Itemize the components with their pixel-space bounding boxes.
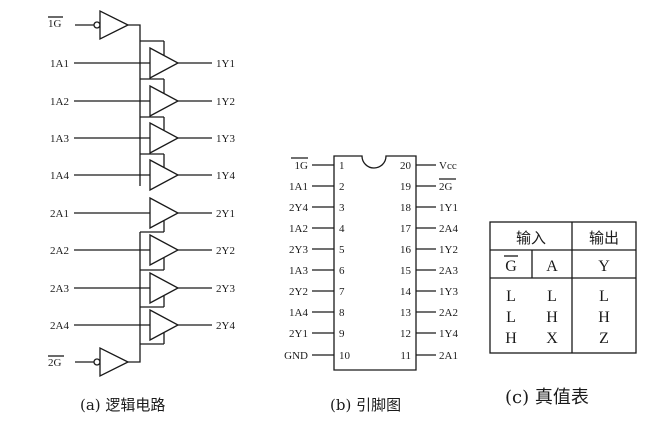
- row2-g: L: [506, 309, 516, 326]
- input-label-2a3: 2A3: [50, 283, 69, 295]
- pin-num-11: 11: [400, 350, 411, 362]
- group1-buffer-2: [74, 78, 212, 118]
- group2-buffer-2: [74, 233, 212, 271]
- pin-num-8: 8: [339, 307, 345, 319]
- pin-name-16: 1Y2: [439, 244, 458, 256]
- header-output: 输出: [589, 229, 619, 247]
- input-label-2a4: 2A4: [50, 320, 69, 332]
- enable2-buffer: [99, 346, 130, 378]
- row1-a: L: [547, 288, 557, 305]
- column-a: A: [546, 258, 558, 275]
- pin-name-13: 2A2: [439, 307, 458, 319]
- pin-name-7: 2Y2: [289, 286, 308, 298]
- pin-name-12: 1Y4: [439, 328, 458, 340]
- row2-y: H: [598, 309, 610, 326]
- output-label-2y4: 2Y4: [216, 320, 235, 332]
- group1-buffer-3: [74, 116, 212, 155]
- row1-g: L: [506, 288, 516, 305]
- logic-circuit: 1G: [48, 9, 235, 414]
- logic-caption: (a) 逻辑电路: [80, 396, 165, 414]
- enable1-inverter-bubble: [93, 21, 101, 29]
- pin-num-5: 5: [339, 244, 345, 256]
- enable2-label: 2G: [48, 357, 62, 369]
- pin-num-18: 18: [400, 202, 412, 214]
- pin-num-17: 17: [400, 223, 412, 235]
- enable2-inverter-bubble: [93, 358, 101, 366]
- pin-name-1: 1G: [295, 160, 309, 172]
- input-label-1a1: 1A1: [50, 58, 69, 70]
- pin-name-4: 1A2: [289, 223, 308, 235]
- pin-name-15: 2A3: [439, 265, 458, 277]
- pin-num-4: 4: [339, 223, 345, 235]
- pin-num-10: 10: [339, 350, 351, 362]
- row3-g: H: [505, 330, 517, 347]
- truth-table: 输入 输出 G A Y L L L L H H H X Z (c) 真值表: [489, 221, 637, 408]
- pin-num-14: 14: [400, 286, 412, 298]
- pin-name-8: 1A4: [289, 307, 308, 319]
- group2-buffer-3: [74, 271, 212, 308]
- pin-name-11: 2A1: [439, 350, 458, 362]
- left-pin-lines: [312, 164, 334, 356]
- pin-name-17: 2A4: [439, 223, 458, 235]
- pin-name-6: 1A3: [289, 265, 308, 277]
- input-label-1a4: 1A4: [50, 170, 69, 182]
- pin-num-13: 13: [400, 307, 412, 319]
- output-label-2y3: 2Y3: [216, 283, 235, 295]
- group2-buffer-4: [74, 308, 212, 345]
- pin-num-6: 6: [339, 265, 345, 277]
- right-pin-lines: [416, 164, 436, 356]
- truth-table-border: [489, 221, 637, 354]
- pin-name-3: 2Y4: [289, 202, 308, 214]
- input-label-1a2: 1A2: [50, 96, 69, 108]
- row3-y: Z: [599, 330, 609, 347]
- row1-y: L: [599, 288, 609, 305]
- input-label-2a2: 2A2: [50, 245, 69, 257]
- pin-num-20: 20: [400, 160, 412, 172]
- output-label-2y2: 2Y2: [216, 245, 235, 257]
- pin-name-14: 1Y3: [439, 286, 458, 298]
- output-label-1y4: 1Y4: [216, 170, 235, 182]
- row3-a: X: [546, 330, 558, 347]
- input-label-1a3: 1A3: [50, 133, 69, 145]
- group2-buffer-1: [74, 196, 212, 233]
- pin-name-5: 2Y3: [289, 244, 308, 256]
- enable1-label: 1G: [48, 18, 62, 30]
- pin-num-19: 19: [400, 181, 412, 193]
- row2-a: H: [546, 309, 558, 326]
- input-label-2a1: 2A1: [50, 208, 69, 220]
- pinout-caption: (b) 引脚图: [330, 396, 401, 414]
- pin-name-19: 2G: [439, 181, 453, 193]
- output-label-2y1: 2Y1: [216, 208, 235, 220]
- pin-num-3: 3: [339, 202, 345, 214]
- pinout-diagram: 1G 1A1 2Y4 1A2 2Y3 1A3 2Y2 1A4 2Y1 GND 1…: [284, 155, 458, 414]
- pin-num-9: 9: [339, 328, 345, 340]
- pin-name-10: GND: [284, 350, 308, 362]
- enable1-buffer: [99, 9, 130, 41]
- pin-name-9: 2Y1: [289, 328, 308, 340]
- group1-buffer-1: [74, 40, 212, 80]
- pin-name-20: Vcc: [439, 160, 457, 172]
- pin-num-12: 12: [400, 328, 411, 340]
- pin-name-2: 1A1: [289, 181, 308, 193]
- output-label-1y2: 1Y2: [216, 96, 235, 108]
- truth-table-caption: (c) 真值表: [505, 387, 589, 408]
- column-g: G: [505, 258, 517, 275]
- group1-buffer-4: [74, 153, 212, 192]
- chip-body: [333, 155, 417, 371]
- pin-num-16: 16: [400, 244, 412, 256]
- header-input: 输入: [516, 229, 546, 247]
- pin-num-7: 7: [339, 286, 345, 298]
- pin-name-18: 1Y1: [439, 202, 458, 214]
- enable1-bus: [128, 24, 141, 186]
- pin-num-2: 2: [339, 181, 345, 193]
- output-label-1y3: 1Y3: [216, 133, 235, 145]
- pin-num-1: 1: [339, 160, 345, 172]
- enable2-bus: [128, 232, 141, 363]
- column-y: Y: [598, 258, 610, 275]
- pin-num-15: 15: [400, 265, 412, 277]
- output-label-1y1: 1Y1: [216, 58, 235, 70]
